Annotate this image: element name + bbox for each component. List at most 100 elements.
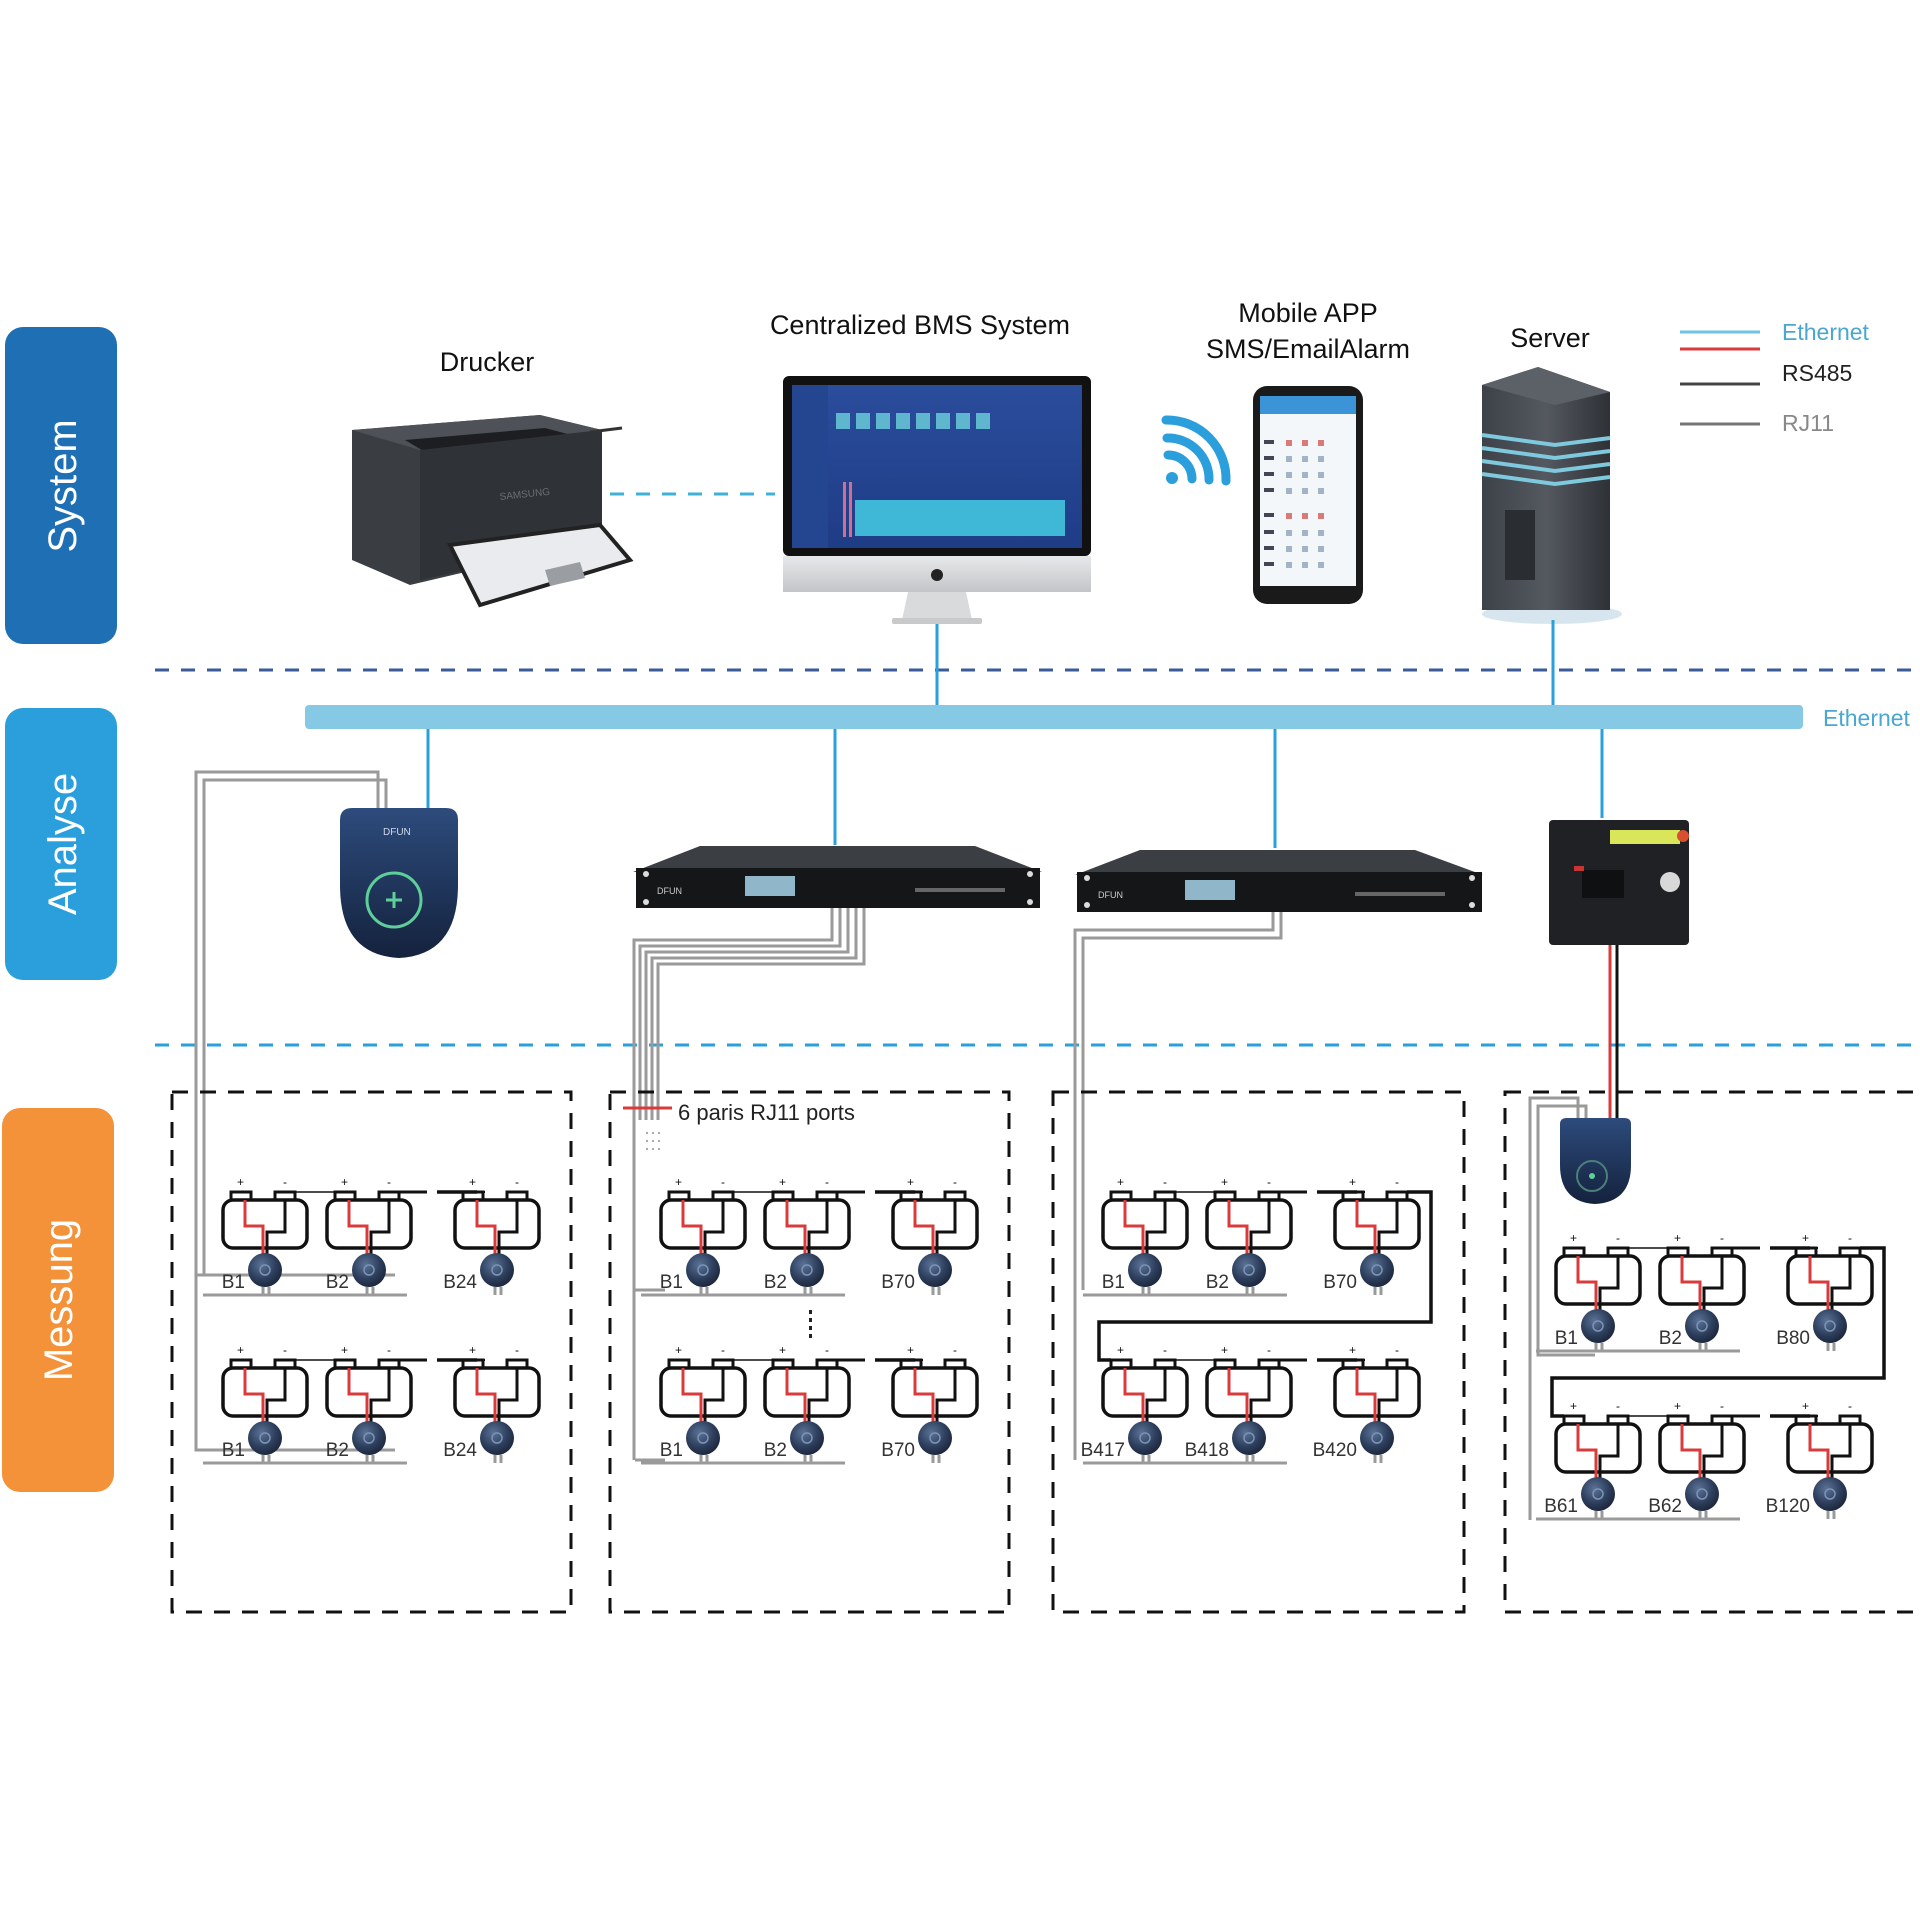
terminal-plus: + (1674, 1231, 1681, 1245)
tier-analyse-box (5, 708, 117, 980)
battery-body (1101, 1366, 1189, 1418)
terminal-minus: - (515, 1175, 519, 1189)
battery-cell: +-B2 (325, 1343, 413, 1463)
wifi-icon (1161, 415, 1231, 486)
terminal-minus: - (721, 1343, 725, 1357)
battery-body (1786, 1422, 1874, 1474)
terminal-plus: + (1349, 1175, 1356, 1189)
tier-messung-box (2, 1108, 114, 1492)
tier-system-label: System (41, 419, 85, 552)
battery-body (1554, 1254, 1642, 1306)
tier-system: System (5, 327, 117, 644)
battery-cell: +-B61 (1544, 1399, 1642, 1519)
battery-body (325, 1198, 413, 1250)
terminal-plus: + (1349, 1343, 1356, 1357)
sensor-icon (1128, 1421, 1162, 1455)
terminal-plus: + (1802, 1231, 1809, 1245)
svg-text:DFUN: DFUN (1098, 890, 1123, 900)
terminal-minus: - (825, 1343, 829, 1357)
terminal-plus: + (1674, 1399, 1681, 1413)
sensor-icon (1232, 1253, 1266, 1287)
battery-label: B1 (660, 1272, 683, 1293)
sensor-icon (790, 1421, 824, 1455)
battery-body (1658, 1254, 1746, 1306)
server-label: Server (1510, 323, 1590, 353)
terminal-minus: - (1163, 1175, 1167, 1189)
battery-body (1658, 1422, 1746, 1474)
terminal-plus: + (237, 1343, 244, 1357)
legend-rs485-label: RS485 (1782, 360, 1852, 386)
sensor-icon (1581, 1477, 1615, 1511)
battery-body (325, 1366, 413, 1418)
battery-cell: +-B2 (763, 1343, 851, 1463)
terminal-minus: - (1848, 1399, 1852, 1413)
row-link (1550, 1246, 1886, 1418)
hub-2-cables (1530, 1096, 1595, 1357)
battery-row: +-B1+-B2+-B80 (1536, 1231, 1874, 1351)
group-box-3 (1051, 1090, 1466, 1614)
battery-cell: +-B62 (1648, 1399, 1746, 1519)
battery-label: B70 (881, 1440, 915, 1461)
sensor-icon (1360, 1421, 1394, 1455)
battery-body (1101, 1198, 1189, 1250)
terminal-plus: + (237, 1175, 244, 1189)
terminal-plus: + (1117, 1175, 1124, 1189)
battery-cell: +-B70 (881, 1175, 979, 1295)
battery-row: +-B1+-B2+-B70 (641, 1343, 979, 1463)
terminal-plus: + (469, 1343, 476, 1357)
legend: Ethernet RS485 RJ11 (1680, 319, 1870, 436)
rs485-cable (1608, 945, 1619, 1120)
sensor-icon (790, 1253, 824, 1287)
battery-body (891, 1198, 979, 1250)
sensor-icon (248, 1421, 282, 1455)
battery-label: B2 (1659, 1328, 1682, 1349)
tier-analyse-label: Analyse (41, 773, 85, 915)
battery-label: B1 (222, 1272, 245, 1293)
battery-row: +-B1+-B2+-B70 (1083, 1175, 1421, 1295)
battery-label: B2 (326, 1272, 349, 1293)
battery-label: B1 (1102, 1272, 1125, 1293)
terminal-plus: + (675, 1343, 682, 1357)
svg-text:DFUN: DFUN (657, 886, 682, 896)
svg-text:DFUN: DFUN (383, 827, 411, 838)
terminal-plus: + (1221, 1175, 1228, 1189)
battery-cell: +-B2 (1658, 1231, 1746, 1351)
battery-label: B1 (660, 1440, 683, 1461)
sensor-icon (352, 1421, 386, 1455)
battery-cell: +-B120 (1766, 1399, 1874, 1519)
sensor-icon (1128, 1253, 1162, 1287)
vertical-ellipsis (809, 1310, 812, 1338)
terminal-minus: - (1395, 1343, 1399, 1357)
terminal-minus: - (283, 1343, 287, 1357)
terminal-plus: + (1117, 1343, 1124, 1357)
terminal-minus: - (387, 1343, 391, 1357)
battery-row: +-B1+-B2+-B24 (203, 1343, 541, 1463)
sensor-icon (480, 1421, 514, 1455)
terminal-plus: + (907, 1343, 914, 1357)
battery-body (221, 1366, 309, 1418)
terminal-minus: - (953, 1343, 957, 1357)
battery-body (659, 1198, 747, 1250)
battery-label: B24 (443, 1440, 477, 1461)
terminal-minus: - (1848, 1231, 1852, 1245)
sensor-icon (1685, 1477, 1719, 1511)
tier-system-box (5, 327, 117, 644)
battery-cell: +-B80 (1776, 1231, 1874, 1351)
battery-row: +-B417+-B418+-B420 (1081, 1343, 1421, 1463)
group-boxes (170, 1090, 1920, 1614)
sensor-icon (1813, 1309, 1847, 1343)
sensor-icon (918, 1421, 952, 1455)
battery-label: B417 (1081, 1440, 1125, 1461)
terminal-minus: - (283, 1175, 287, 1189)
terminal-minus: - (1267, 1175, 1271, 1189)
monitor-hub-1-icon: DFUN (340, 808, 458, 958)
rack-unit-1-icon: DFUN (633, 846, 1042, 908)
battery-cell: + - B1 (659, 1343, 747, 1463)
battery-body (659, 1366, 747, 1418)
battery-label: B2 (764, 1440, 787, 1461)
group-4: +-B1+-B2+-B80+-B61+-B62+-B120 (1536, 1231, 1886, 1519)
battery-row: +-B1+-B2+-B24 (203, 1175, 541, 1295)
controller-icon (1549, 820, 1689, 945)
sensor-icon (1360, 1253, 1394, 1287)
